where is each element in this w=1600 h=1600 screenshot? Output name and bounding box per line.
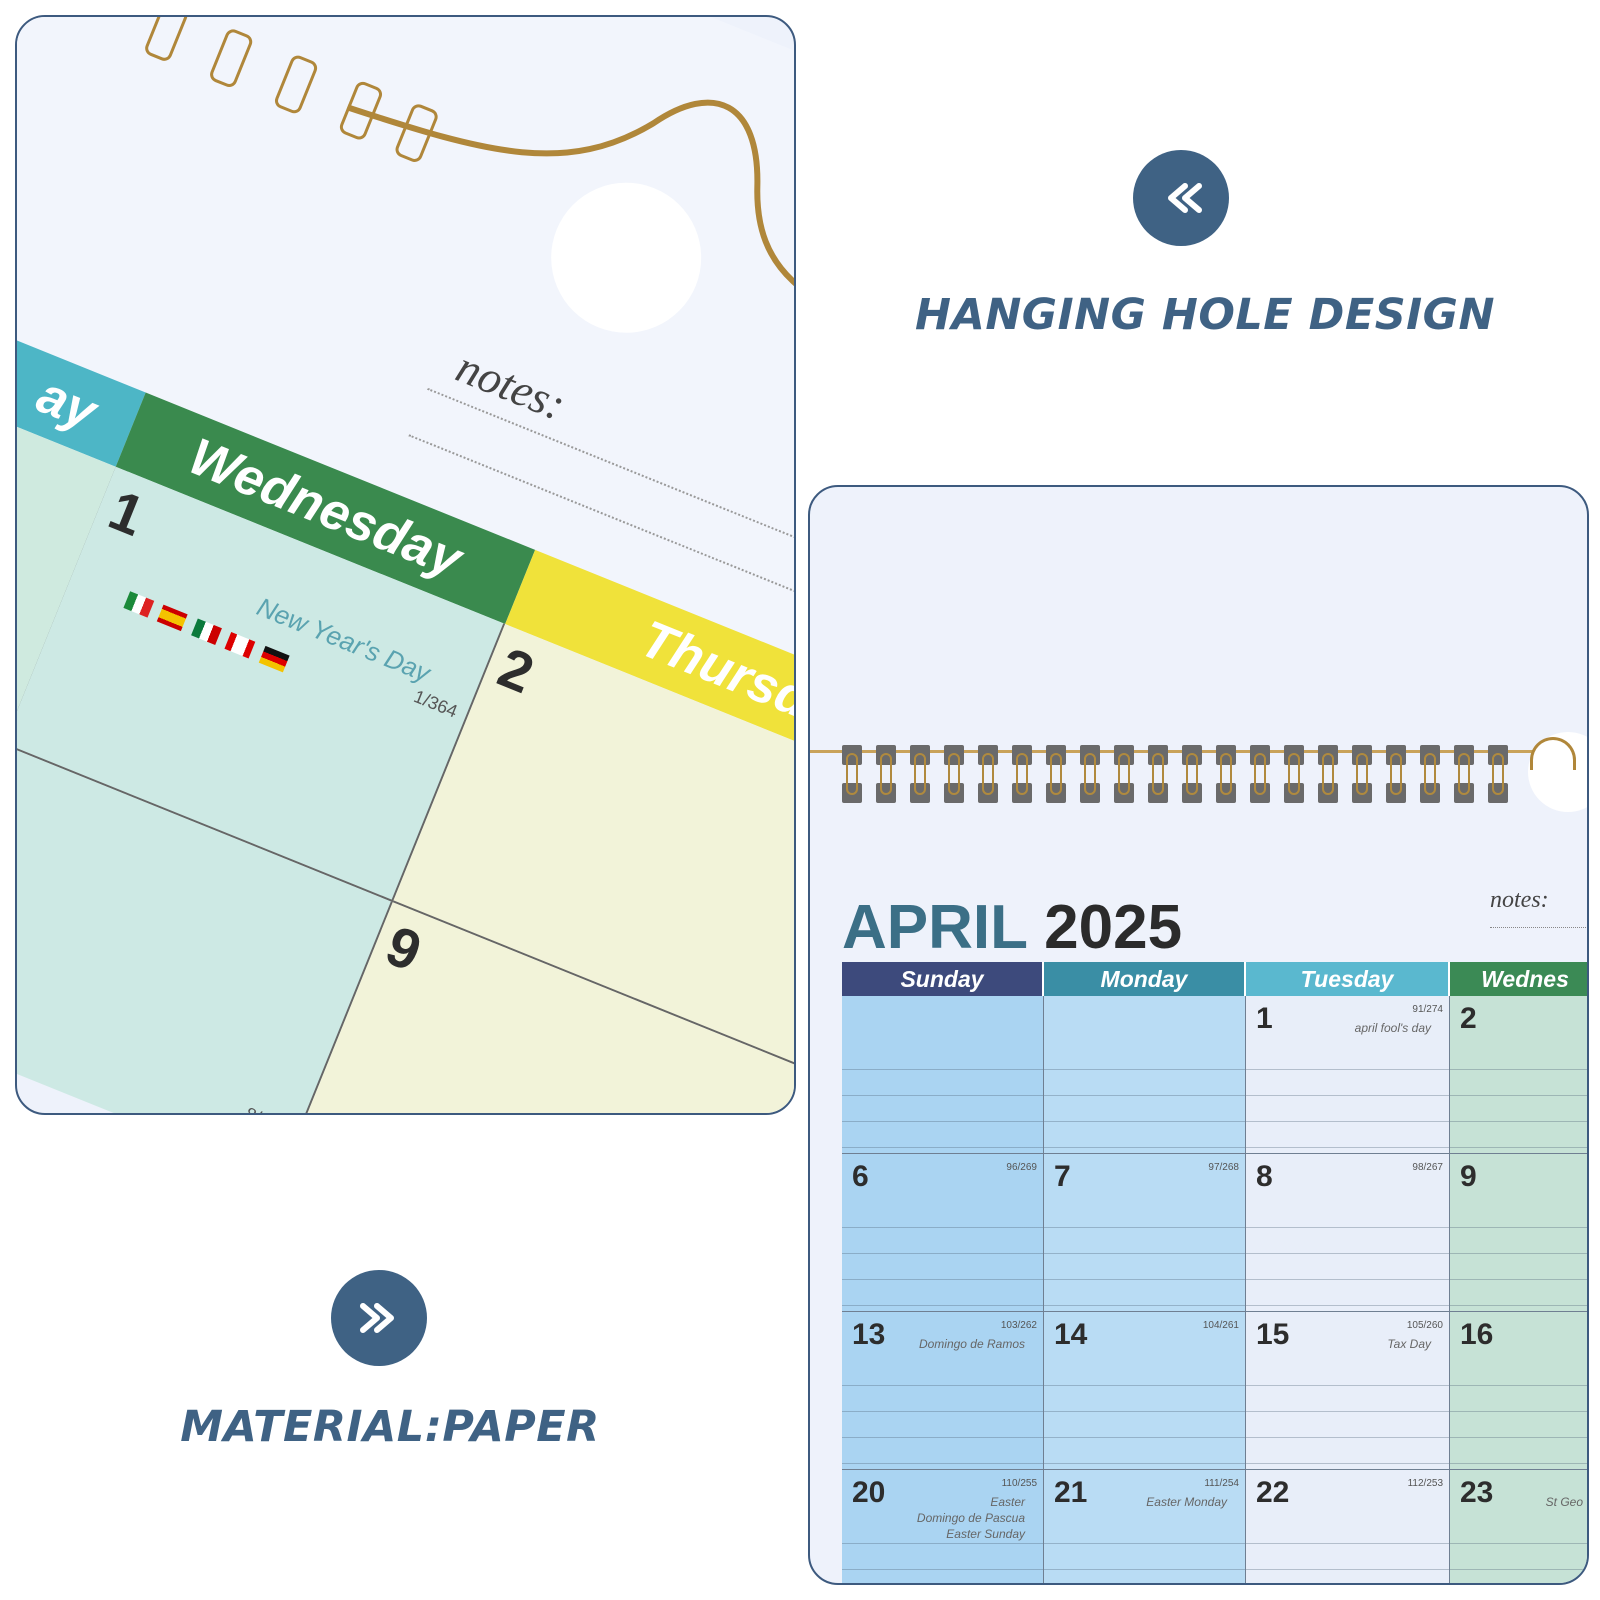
binding-ring <box>978 745 998 803</box>
calendar-day-cell: 23 St Geo <box>1450 1470 1587 1583</box>
day-of-year-count: 112/253 <box>1407 1478 1443 1489</box>
binding-ring <box>1012 745 1032 803</box>
binding-ring <box>842 745 862 803</box>
calendar-day-cell <box>842 996 1044 1154</box>
binding-ring <box>1216 745 1236 803</box>
day-number: 22 <box>1256 1476 1290 1509</box>
day-of-year-count: 103/262 <box>1000 1320 1037 1331</box>
calendar-day-cell: 9 <box>1450 1154 1587 1312</box>
day-number: 16 <box>1460 1318 1494 1351</box>
calendar-day-cell: 6 96/269 <box>842 1154 1044 1312</box>
hanging-hole-caption: HANGING HOLE DESIGN <box>915 290 1495 340</box>
binding-ring <box>944 745 964 803</box>
hanger-wire <box>1530 737 1576 770</box>
day-number: 1 <box>100 477 154 548</box>
day-number: 1 <box>1256 1002 1273 1035</box>
binding-ring <box>876 745 896 803</box>
day-of-year-count: 98/267 <box>1412 1162 1443 1173</box>
day-of-year-count: 110/255 <box>1001 1478 1037 1489</box>
calendar-day-cell: 1 91/274 april fool's day <box>1246 996 1450 1154</box>
month-name: APRIL <box>842 893 1027 962</box>
calendar-day-cell: 22 112/253 <box>1246 1470 1450 1583</box>
day-number: 2 <box>1460 1002 1477 1035</box>
day-number: 21 <box>1054 1476 1088 1509</box>
binding-ring <box>1352 745 1372 803</box>
year: 2025 <box>1044 893 1183 962</box>
binding-ring <box>910 745 930 803</box>
holiday-label: Tax Day <box>1387 1337 1431 1351</box>
day-number: 9 <box>377 913 431 984</box>
day-count: 1/364 <box>411 686 461 722</box>
calendar-day-cell: 2 <box>1450 996 1587 1154</box>
holiday-label: Easter Monday <box>1146 1495 1227 1509</box>
binding-ring <box>1148 745 1168 803</box>
day-header-4: Wednes <box>1450 962 1587 996</box>
day-of-year-count: 97/268 <box>1208 1162 1239 1173</box>
binding-ring <box>1284 745 1304 803</box>
holiday-label: Domingo de Ramos <box>918 1337 1025 1351</box>
notes-line <box>1490 927 1587 928</box>
day-number: 13 <box>852 1318 886 1351</box>
day-number: 7 <box>1054 1160 1071 1193</box>
day-number: 20 <box>852 1476 886 1509</box>
day-of-year-count: 111/254 <box>1204 1478 1239 1489</box>
calendar-day-cell: 8 98/267 <box>1246 1154 1450 1312</box>
binding-ring <box>1114 745 1134 803</box>
holiday-label: St Geo <box>1545 1495 1583 1509</box>
calendar-day-cell: 7 97/268 <box>1044 1154 1246 1312</box>
day-of-year-count: 91/274 <box>1412 1004 1443 1015</box>
material-caption: MATERIAL:PAPER <box>180 1402 600 1452</box>
binding-ring <box>1182 745 1202 803</box>
calendar-day-cell <box>1044 996 1246 1154</box>
month-title: APRIL 2025 <box>842 892 1182 963</box>
closeup-photo-panel: notes: ay Wednesday Thursday 1 1/364 New… <box>15 15 796 1115</box>
day-count: 8/357 <box>242 1103 291 1113</box>
binding-ring <box>1488 745 1508 803</box>
day-of-year-count: 96/269 <box>1006 1162 1037 1173</box>
binding-ring <box>1420 745 1440 803</box>
double-chevron-left-icon <box>1133 150 1229 246</box>
hanger-wire <box>346 99 794 340</box>
calendar-day-cell: 14 104/261 <box>1044 1312 1246 1470</box>
day-number: 2 <box>490 635 543 706</box>
day-header-1: Sunday <box>842 962 1044 996</box>
day-of-year-count: 105/260 <box>1406 1320 1443 1331</box>
day-number: 6 <box>852 1160 869 1193</box>
day-of-year-count: 104/261 <box>1202 1320 1239 1331</box>
binding-ring <box>1386 745 1406 803</box>
binding-ring <box>1454 745 1474 803</box>
day-header-3: Tuesday <box>1246 962 1450 996</box>
notes-label: notes: <box>1490 887 1549 913</box>
day-number: 15 <box>1256 1318 1290 1351</box>
day-number: 23 <box>1460 1476 1494 1509</box>
spiral-binding <box>842 745 1542 805</box>
binding-ring <box>1080 745 1100 803</box>
day-header-2: Monday <box>1044 962 1246 996</box>
day-number: 9 <box>1460 1160 1477 1193</box>
binding-ring <box>1046 745 1066 803</box>
double-chevron-right-icon <box>331 1270 427 1366</box>
binding-ring <box>1318 745 1338 803</box>
holiday-label: april fool's day <box>1354 1021 1431 1035</box>
day-number: 14 <box>1054 1318 1088 1351</box>
binding-ring <box>1250 745 1270 803</box>
day-number: 8 <box>1256 1160 1273 1193</box>
calendar-day-cell: 16 <box>1450 1312 1587 1470</box>
